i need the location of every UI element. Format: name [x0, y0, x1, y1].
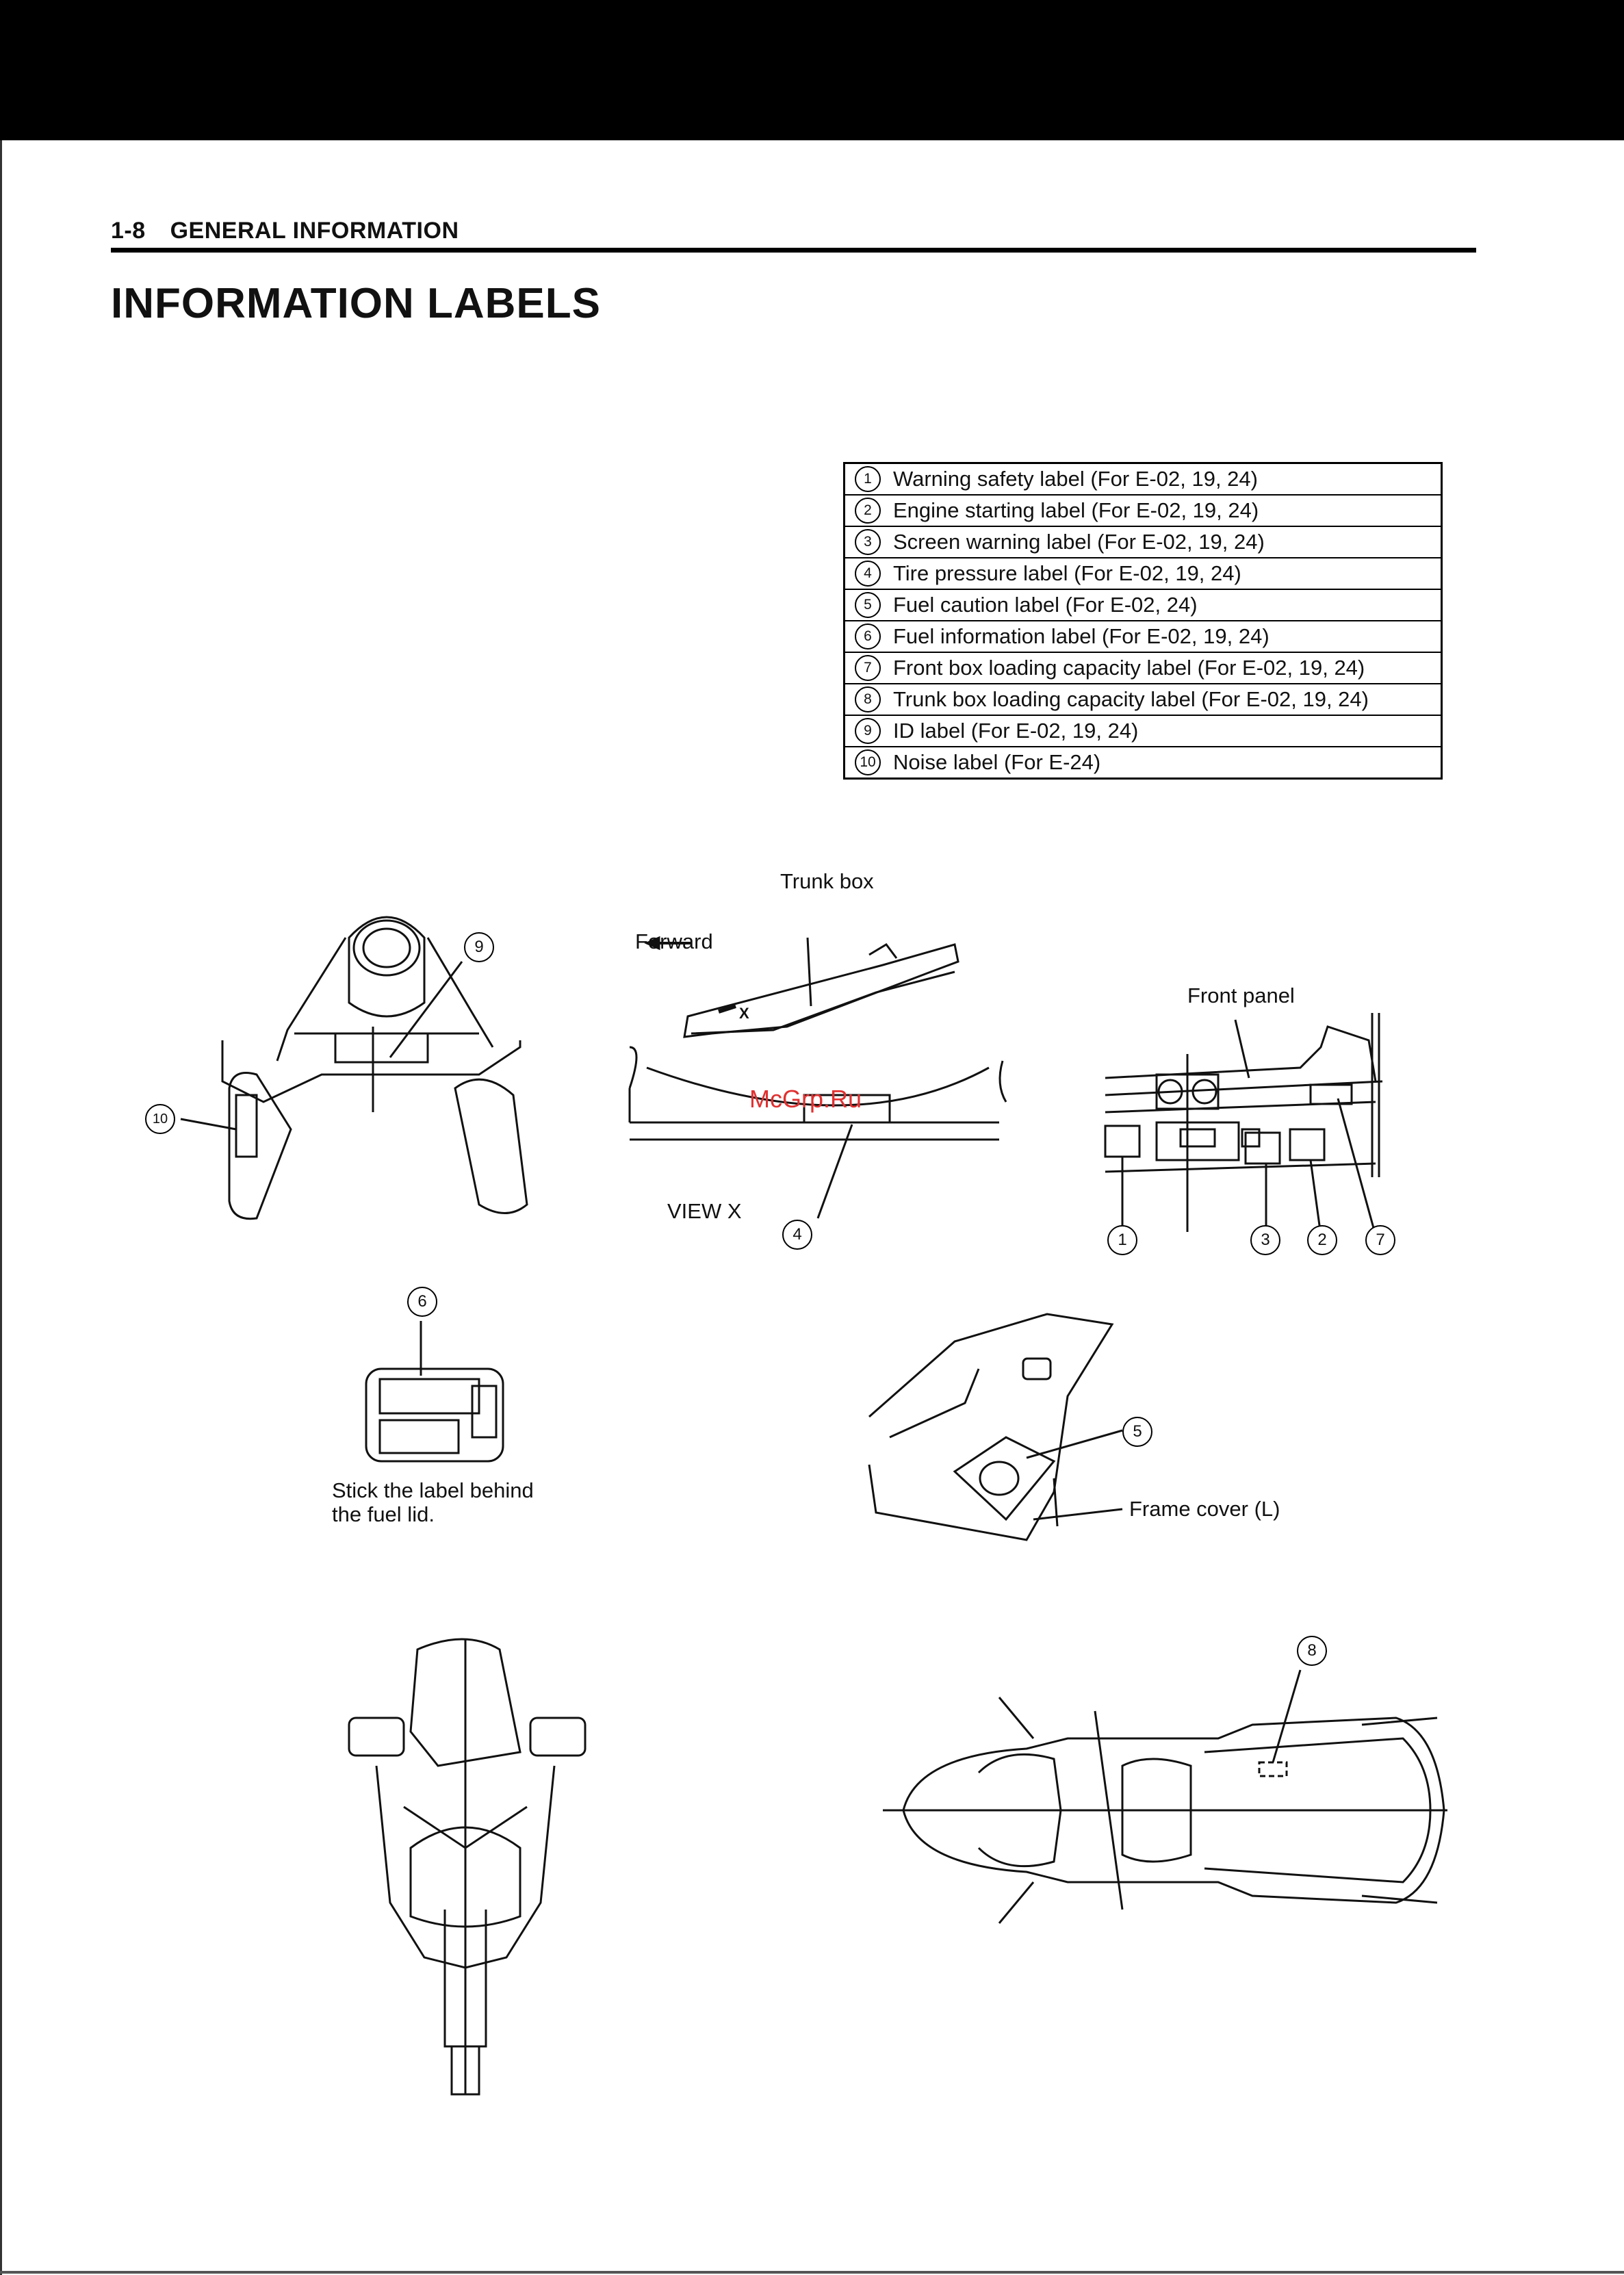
legend-row: 3 Screen warning label (For E-02, 19, 24)	[845, 527, 1441, 558]
legend-number: 1	[855, 466, 881, 492]
leader-line-4	[816, 1124, 853, 1219]
legend-text: Engine starting label (For E-02, 19, 24)	[893, 498, 1259, 522]
callout-2: 2	[1307, 1225, 1337, 1255]
section-title: GENERAL INFORMATION	[170, 218, 459, 244]
page-number: 1-8	[111, 218, 146, 244]
fuel-lid-label-drawing	[365, 1367, 504, 1463]
trunk-box-label: Trunk box	[780, 869, 874, 893]
fuel-lid-instruction-line1: Stick the label behind	[332, 1478, 534, 1502]
callout-7: 7	[1365, 1225, 1395, 1255]
callout-4: 4	[782, 1220, 812, 1250]
legend-number: 4	[855, 561, 881, 587]
legend-row: 10 Noise label (For E-24)	[845, 747, 1441, 777]
fuel-lid-instruction-line2: the fuel lid.	[332, 1502, 435, 1526]
leader-line-8	[1272, 1669, 1302, 1763]
leader-line-front-panel	[1234, 1019, 1250, 1079]
legend-text: Front box loading capacity label (For E-…	[893, 656, 1365, 680]
legend-row: 1 Warning safety label (For E-02, 19, 24)	[845, 464, 1441, 496]
legend-row: 7 Front box loading capacity label (For E…	[845, 653, 1441, 684]
header-rule	[111, 248, 1476, 253]
leader-line-7	[1337, 1098, 1377, 1236]
legend-row: 9 ID label (For E-02, 19, 24)	[845, 716, 1441, 747]
front-panel-label: Front panel	[1187, 984, 1295, 1007]
legend-text: Fuel information label (For E-02, 19, 24…	[893, 624, 1269, 648]
callout-6: 6	[407, 1287, 437, 1317]
scooter-front-view-drawing	[348, 1638, 587, 2096]
leader-line-5	[1026, 1429, 1123, 1459]
legend-text: Tire pressure label (For E-02, 19, 24)	[893, 561, 1241, 585]
scooter-top-view-drawing	[883, 1697, 1447, 1924]
callout-8: 8	[1297, 1636, 1327, 1666]
callout-9: 9	[464, 932, 494, 962]
leader-line-9	[389, 961, 463, 1058]
legend-row: 4 Tire pressure label (For E-02, 19, 24)	[845, 558, 1441, 590]
front-panel-drawing	[1104, 1013, 1383, 1177]
forward-arrowhead	[644, 936, 660, 951]
view-x-drawing	[628, 1046, 1007, 1141]
scan-left-edge	[0, 140, 2, 2275]
view-x-label: VIEW X	[667, 1199, 742, 1223]
leader-line-10	[180, 1118, 237, 1131]
frame-cover-drawing	[868, 1313, 1114, 1541]
scan-bottom-edge	[0, 2271, 1624, 2274]
watermark-text: McGrp.Ru	[749, 1085, 862, 1113]
legend-row: 5 Fuel caution label (For E-02, 24)	[845, 590, 1441, 621]
legend-number: 7	[855, 655, 881, 681]
legend-row: 6 Fuel information label (For E-02, 19, 2…	[845, 621, 1441, 653]
label-legend-table: 1 Warning safety label (For E-02, 19, 24)…	[843, 462, 1443, 780]
legend-number: 5	[855, 592, 881, 618]
legend-number: 8	[855, 686, 881, 712]
view-x-marker: X	[739, 1005, 749, 1022]
x-arrow	[718, 1004, 736, 1014]
top-black-band	[0, 0, 1624, 140]
frame-head-drawing	[221, 916, 528, 1220]
page-title: INFORMATION LABELS	[111, 280, 602, 327]
legend-text: Trunk box loading capacity label (For E-…	[893, 687, 1369, 711]
leader-line-frame-cover	[1033, 1508, 1123, 1521]
callout-5: 5	[1122, 1417, 1152, 1447]
legend-number: 9	[855, 718, 881, 744]
legend-text: Fuel caution label (For E-02, 24)	[893, 593, 1198, 617]
callout-3: 3	[1250, 1225, 1280, 1255]
frame-cover-label: Frame cover (L)	[1129, 1497, 1280, 1521]
legend-row: 2 Engine starting label (For E-02, 19, 24…	[845, 496, 1441, 527]
callout-1: 1	[1107, 1225, 1137, 1255]
legend-text: Screen warning label (For E-02, 19, 24)	[893, 530, 1265, 554]
callout-10: 10	[145, 1104, 175, 1134]
legend-number: 2	[855, 498, 881, 524]
legend-text: ID label (For E-02, 19, 24)	[893, 719, 1139, 743]
forward-label: Forward	[635, 929, 713, 953]
leader-line-2	[1309, 1159, 1322, 1236]
legend-number: 10	[855, 749, 881, 775]
page-header: 1-8 GENERAL INFORMATION	[111, 218, 459, 244]
legend-text: Noise label (For E-24)	[893, 750, 1101, 774]
legend-number: 3	[855, 529, 881, 555]
legend-number: 6	[855, 624, 881, 650]
legend-text: Warning safety label (For E-02, 19, 24)	[893, 467, 1258, 491]
legend-row: 8 Trunk box loading capacity label (For E…	[845, 684, 1441, 716]
trunk-box-drawing	[683, 937, 959, 1038]
